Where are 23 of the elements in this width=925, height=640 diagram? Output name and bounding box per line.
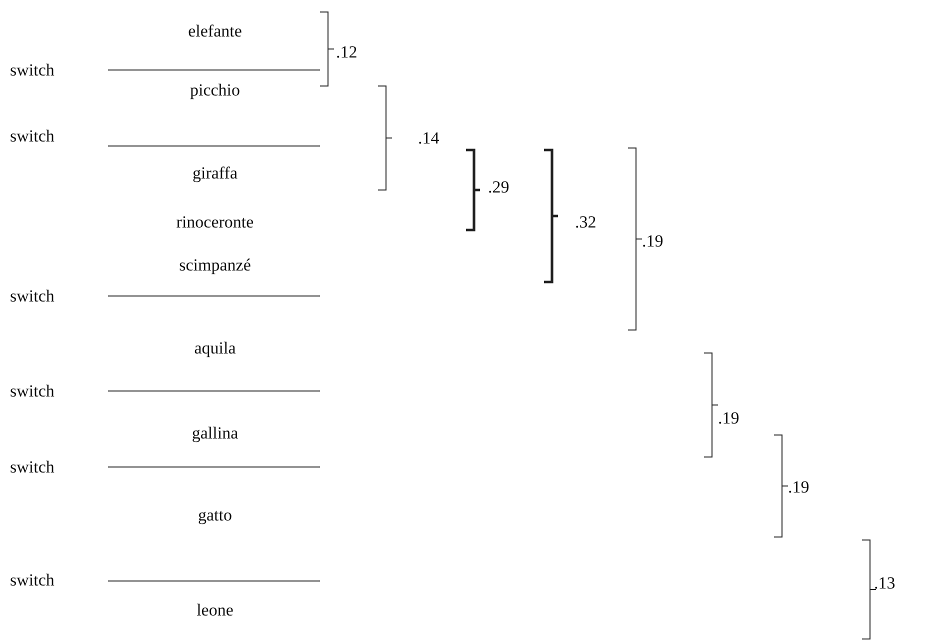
similarity-value: .12: [336, 44, 358, 60]
animal-name: leone: [196, 602, 234, 618]
switch-label: switch: [10, 458, 54, 476]
switch-label: switch: [10, 572, 54, 588]
similarity-value: .13: [874, 574, 896, 592]
animal-name: picchio: [190, 82, 240, 98]
switch-label: switch: [10, 382, 54, 400]
similarity-value: .32: [575, 214, 596, 230]
animal-name: gatto: [198, 506, 232, 524]
switch-label: switch: [10, 128, 54, 144]
animal-name: rinoceronte: [176, 214, 254, 230]
similarity-value: .19: [642, 232, 664, 250]
similarity-value: .19: [788, 478, 810, 496]
animal-name: giraffa: [192, 164, 238, 182]
similarity-value: .19: [718, 410, 740, 426]
similarity-value: .29: [488, 178, 510, 196]
similarity-value: .14: [418, 130, 440, 146]
animal-name: gallina: [192, 424, 238, 442]
switch-label: switch: [10, 288, 54, 304]
switch-label: switch: [10, 62, 54, 78]
animal-name: elefante: [188, 22, 242, 40]
animal-name: aquila: [194, 340, 236, 356]
animal-name: scimpanzé: [179, 256, 251, 274]
